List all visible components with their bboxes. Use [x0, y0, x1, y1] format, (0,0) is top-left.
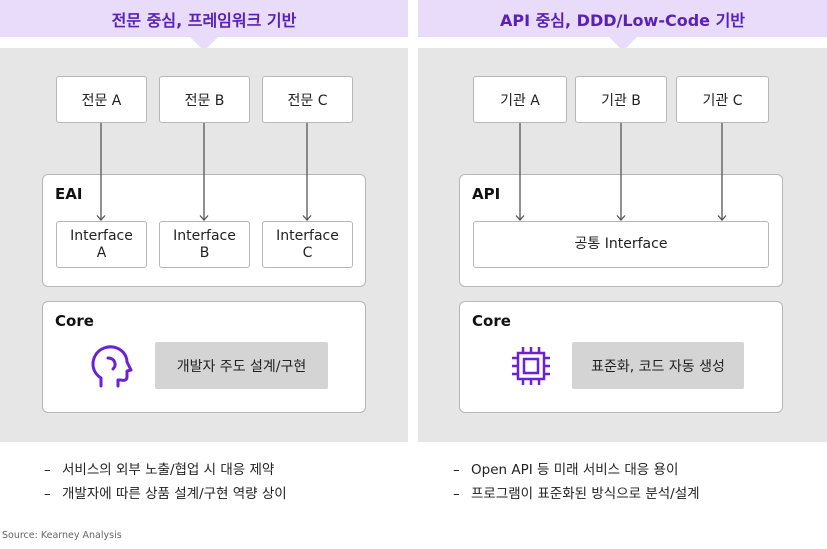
- bullet-marker: –: [453, 462, 460, 478]
- right-source-c: 기관 C: [676, 76, 769, 123]
- interface-c: Interface C: [262, 221, 353, 268]
- right-bullet-1-text: Open API 등 미래 서비스 대응 용이: [471, 462, 679, 478]
- left-source-c: 전문 C: [262, 76, 353, 123]
- interface-a: Interface A: [56, 221, 147, 268]
- left-source-a: 전문 A: [56, 76, 147, 123]
- right-source-b: 기관 B: [575, 76, 667, 123]
- bullet-marker: –: [453, 486, 460, 502]
- right-bullet-2-text: 프로그램이 표준화된 방식으로 분석/설계: [471, 486, 700, 502]
- right-bullet-2: –프로그램이 표준화된 방식으로 분석/설계: [453, 482, 700, 506]
- right-core-label: 표준화, 코드 자동 생성: [572, 342, 744, 389]
- right-source-a: 기관 A: [473, 76, 567, 123]
- eai-title: EAI: [55, 185, 83, 203]
- left-bullet-2-text: 개발자에 따른 상품 설계/구현 역량 상이: [62, 486, 287, 502]
- bullet-marker: –: [44, 486, 51, 502]
- left-bullet-1-text: 서비스의 외부 노출/협업 시 대응 제약: [62, 462, 275, 478]
- right-core-title: Core: [472, 312, 511, 330]
- source-note: Source: Kearney Analysis: [2, 530, 122, 541]
- right-bullet-1: –Open API 등 미래 서비스 대응 용이: [453, 458, 700, 482]
- left-bullet-1: –서비스의 외부 노출/협업 시 대응 제약: [44, 458, 287, 482]
- bullet-marker: –: [44, 462, 51, 478]
- right-header-title: API 중심, DDD/Low-Code 기반: [499, 10, 746, 30]
- left-core-label: 개발자 주도 설계/구현: [155, 342, 328, 389]
- right-panel-header: API 중심, DDD/Low-Code 기반: [418, 0, 827, 51]
- left-core-title: Core: [55, 312, 94, 330]
- left-panel-header: 전문 중심, 프레임워크 기반: [0, 0, 408, 51]
- interface-b: Interface B: [159, 221, 250, 268]
- left-bullet-2: –개발자에 따른 상품 설계/구현 역량 상이: [44, 482, 287, 506]
- left-header-title: 전문 중심, 프레임워크 기반: [111, 10, 297, 30]
- left-bullet-list: –서비스의 외부 노출/협업 시 대응 제약 –개발자에 따른 상품 설계/구현…: [44, 458, 287, 506]
- common-interface: 공통 Interface: [473, 221, 769, 268]
- left-source-b: 전문 B: [159, 76, 250, 123]
- right-bullet-list: –Open API 등 미래 서비스 대응 용이 –프로그램이 표준화된 방식으…: [453, 458, 700, 506]
- api-title: API: [472, 185, 501, 203]
